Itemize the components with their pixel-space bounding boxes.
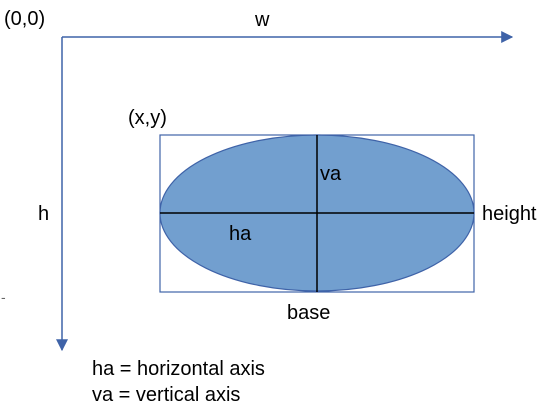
height-label: height (482, 203, 537, 225)
dash-mark: - (1, 289, 6, 305)
vertical-axis-label: va (320, 163, 342, 185)
legend-item-va: va = vertical axis (92, 384, 241, 406)
legend: ha = horizontal axis va = vertical axis (92, 356, 265, 408)
corner-label: (x,y) (128, 107, 167, 129)
horizontal-axis-label: ha (229, 223, 252, 245)
base-label: base (287, 302, 331, 324)
height-axis-label: h (38, 203, 50, 225)
width-label: w (255, 9, 270, 31)
origin-label: (0,0) (4, 8, 46, 30)
legend-item-ha: ha = horizontal axis (92, 358, 265, 380)
